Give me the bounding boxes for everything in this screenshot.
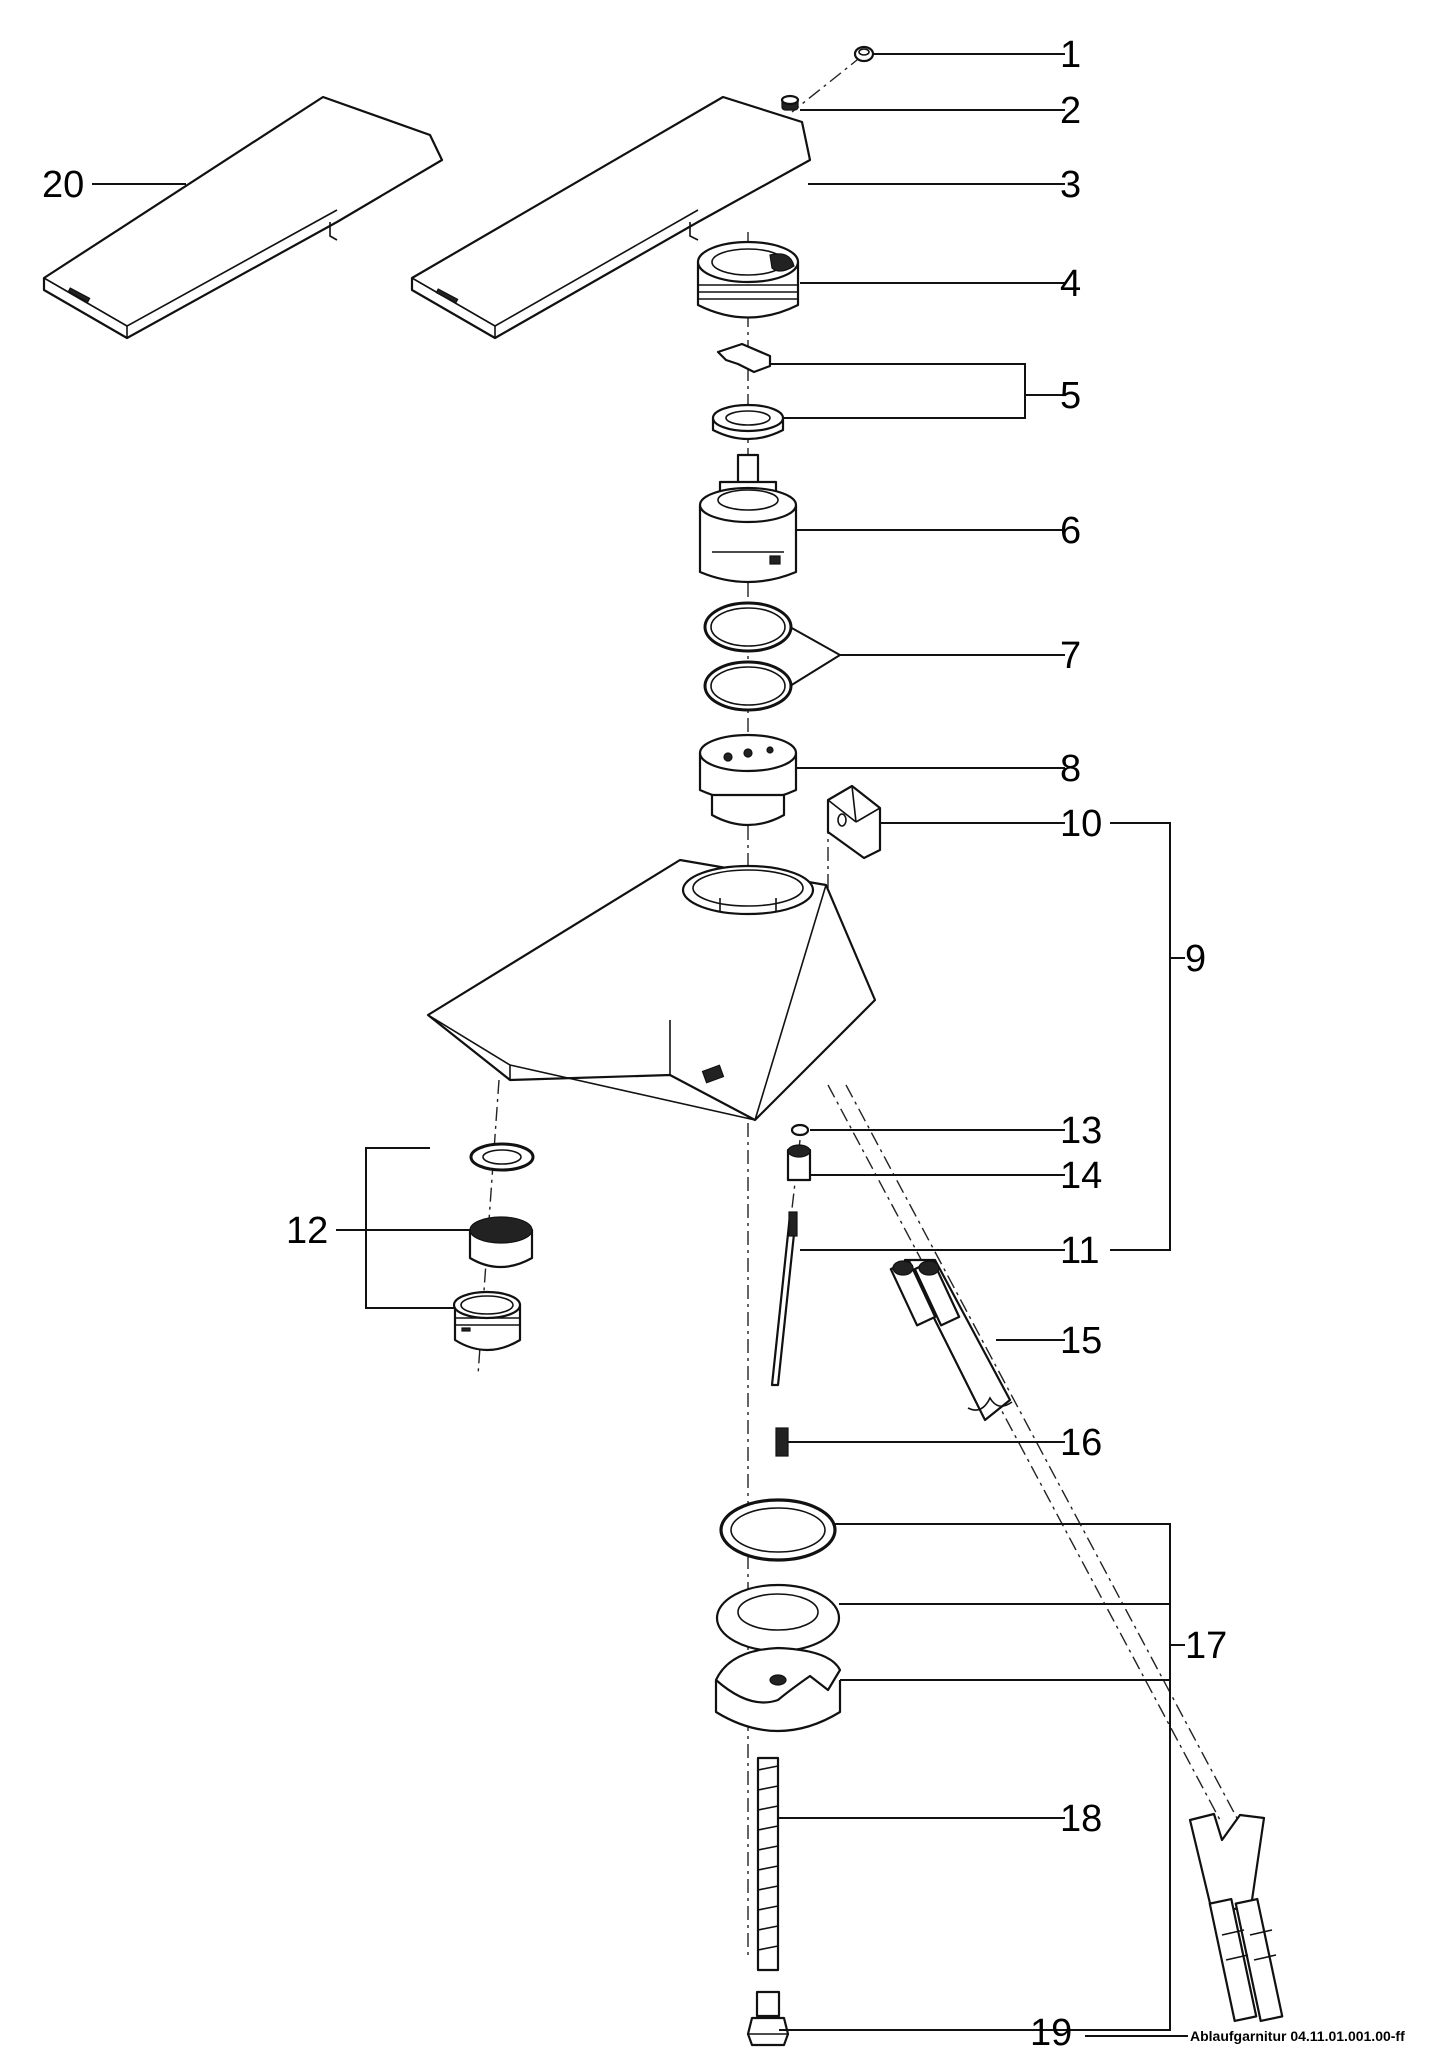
part-1-cap	[853, 45, 875, 63]
part-4-threaded-cap	[696, 240, 800, 319]
part-17-washers	[714, 1498, 842, 1733]
label-10: 10	[1060, 803, 1102, 845]
label-4: 4	[1060, 263, 1081, 305]
hose-ends	[1188, 1812, 1284, 2023]
label-11: 11	[1060, 1230, 1099, 1272]
faucet-body	[426, 858, 877, 1122]
part-20-handle	[42, 95, 444, 340]
label-17: 17	[1185, 1625, 1227, 1667]
label-1: 1	[1060, 34, 1081, 76]
part-16-fitting	[775, 1427, 789, 1457]
label-9: 9	[1185, 938, 1206, 980]
part-8-base	[698, 733, 798, 826]
label-20: 20	[42, 164, 84, 206]
label-7: 7	[1060, 635, 1081, 677]
part-11-lift-rod	[770, 1211, 798, 1387]
label-8: 8	[1060, 748, 1081, 790]
label-12: 12	[286, 1210, 328, 1252]
part-13-washer	[790, 1123, 810, 1137]
label-19: 19	[1030, 2012, 1072, 2048]
label-6: 6	[1060, 510, 1081, 552]
part-18-threaded-rod	[756, 1756, 780, 1972]
part-19-nut	[746, 1990, 790, 2047]
part-14-nipple	[786, 1144, 812, 1182]
part-6-cartridge	[698, 453, 798, 584]
label-14: 14	[1060, 1155, 1102, 1197]
part-labels: 1 2 3 4 5 6 7 8 10 9 13 14 11 12 15 16 1…	[42, 34, 1405, 2048]
part-2-screw	[780, 94, 800, 111]
label-13: 13	[1060, 1110, 1102, 1152]
label-2: 2	[1060, 90, 1081, 132]
part-3-handle	[410, 95, 812, 340]
part-12-aerator-set	[452, 1142, 535, 1351]
label-18: 18	[1060, 1798, 1102, 1840]
label-3: 3	[1060, 164, 1081, 206]
label-15: 15	[1060, 1320, 1102, 1362]
label-16: 16	[1060, 1422, 1102, 1464]
part-5-clip-adapter	[711, 342, 785, 440]
part-15-hoses	[889, 1258, 1013, 1422]
part-10-block	[826, 784, 882, 860]
footer-reference: Ablaufgarnitur 04.11.01.001.00-ff	[1190, 2028, 1405, 2044]
leader-lines	[92, 53, 1188, 2037]
label-5: 5	[1060, 375, 1081, 417]
